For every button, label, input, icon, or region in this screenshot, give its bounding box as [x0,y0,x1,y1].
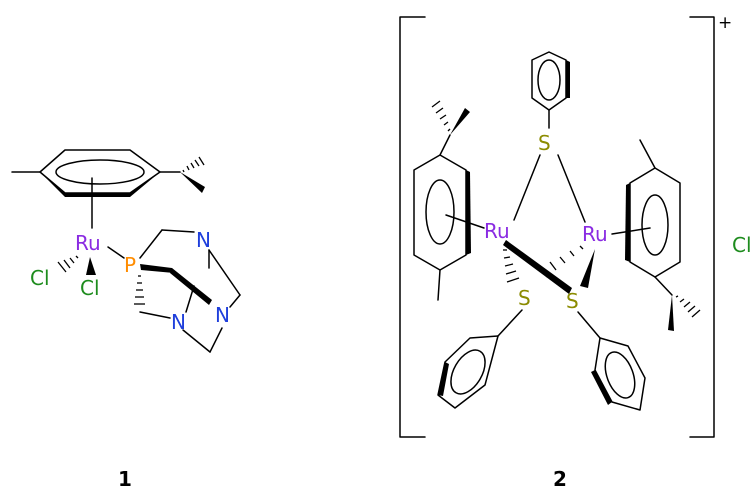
ipr-wedge-2b [668,295,674,331]
cage-bond-9 [185,285,195,313]
aromatic-circle-1 [55,159,145,185]
s-ru-b-bond [557,154,586,223]
ipr-wedge-2a [450,108,470,135]
atom-ru-b-2: Ru [582,222,608,246]
phenyl-left-wedge [438,362,449,396]
cymene-wedge-2a [466,170,471,255]
cage-bond-6 [139,311,171,319]
ring-ru-a-bond [445,214,485,229]
cage-bold-bond-1 [140,264,174,273]
ipr-hash-2b [675,295,701,318]
cage-bond-2 [161,229,195,233]
charge-sign: + [718,13,732,33]
atom-cl-b-1: Cl [80,276,100,300]
phenyl-ring-right [594,337,646,411]
ru-b-s-left-hash [539,245,584,278]
ru-cl-wedge-1 [86,257,96,275]
ru-cl-hash-1 [57,255,79,273]
counterion-cl: Cl [732,233,752,257]
ipr-hash-1 [182,156,205,173]
atom-p-1: P [124,253,136,277]
phenyl-circle-right [604,351,636,399]
atom-s-right-2: S [566,289,579,313]
ipr-wedge-1 [180,172,205,193]
cage-bold-bond-2 [170,268,212,305]
atom-n3-1: N [215,303,230,327]
compound-label-2: 2 [553,467,567,491]
atom-n1-1: N [196,228,211,252]
s-ru-a-bond [513,154,541,221]
compound-2: + S Ru Ru [399,13,752,491]
ipr-bond-2b [654,276,673,296]
cage-bond-8 [209,327,223,353]
cage-hash-1 [134,275,145,305]
ru-b-s-right-wedge [580,249,595,288]
cymene-wedge-2b [625,183,630,262]
methyl-bond-2a [437,269,441,301]
atom-ru-1: Ru [75,231,101,255]
compound-label-1: 1 [118,467,132,491]
ipr-bond-2a [439,134,451,156]
phenyl-circle-left [450,349,486,395]
ru-p-bond-1 [107,246,125,259]
cage-bond-4 [208,249,241,296]
atom-n2-1: N [171,310,186,334]
compound-1: Ru Cl Cl P N N N [11,149,241,491]
atom-s-left-2: S [518,286,531,310]
cage-bond-7 [182,329,211,353]
atom-cl-a-1: Cl [30,266,50,290]
ring-ru-b-bond [611,227,651,235]
aromatic-circle-2b [641,194,669,256]
cage-bond-5 [229,294,241,308]
phenyl-top-wedge [566,60,570,98]
atom-ru-a-2: Ru [484,219,510,243]
methyl-bond-2b [639,139,656,169]
s-left-ph-bond [497,309,523,337]
phenyl-right-wedge [591,370,612,405]
bracket-right [689,16,715,438]
bracket-left [399,16,426,438]
ipr-hash-2a [431,100,451,132]
phenyl-circle-top [537,59,561,101]
atom-s-top-2: S [538,131,551,155]
ru-a-s-left-hash [503,249,520,283]
ru-a-s-right-bold [503,240,572,294]
s-right-ph-bond [577,311,601,339]
aromatic-circle-2a [425,179,455,245]
cage-bond-1 [139,229,163,259]
cymene-ring-2a [413,154,467,271]
cymene-ring-2b [629,167,681,278]
